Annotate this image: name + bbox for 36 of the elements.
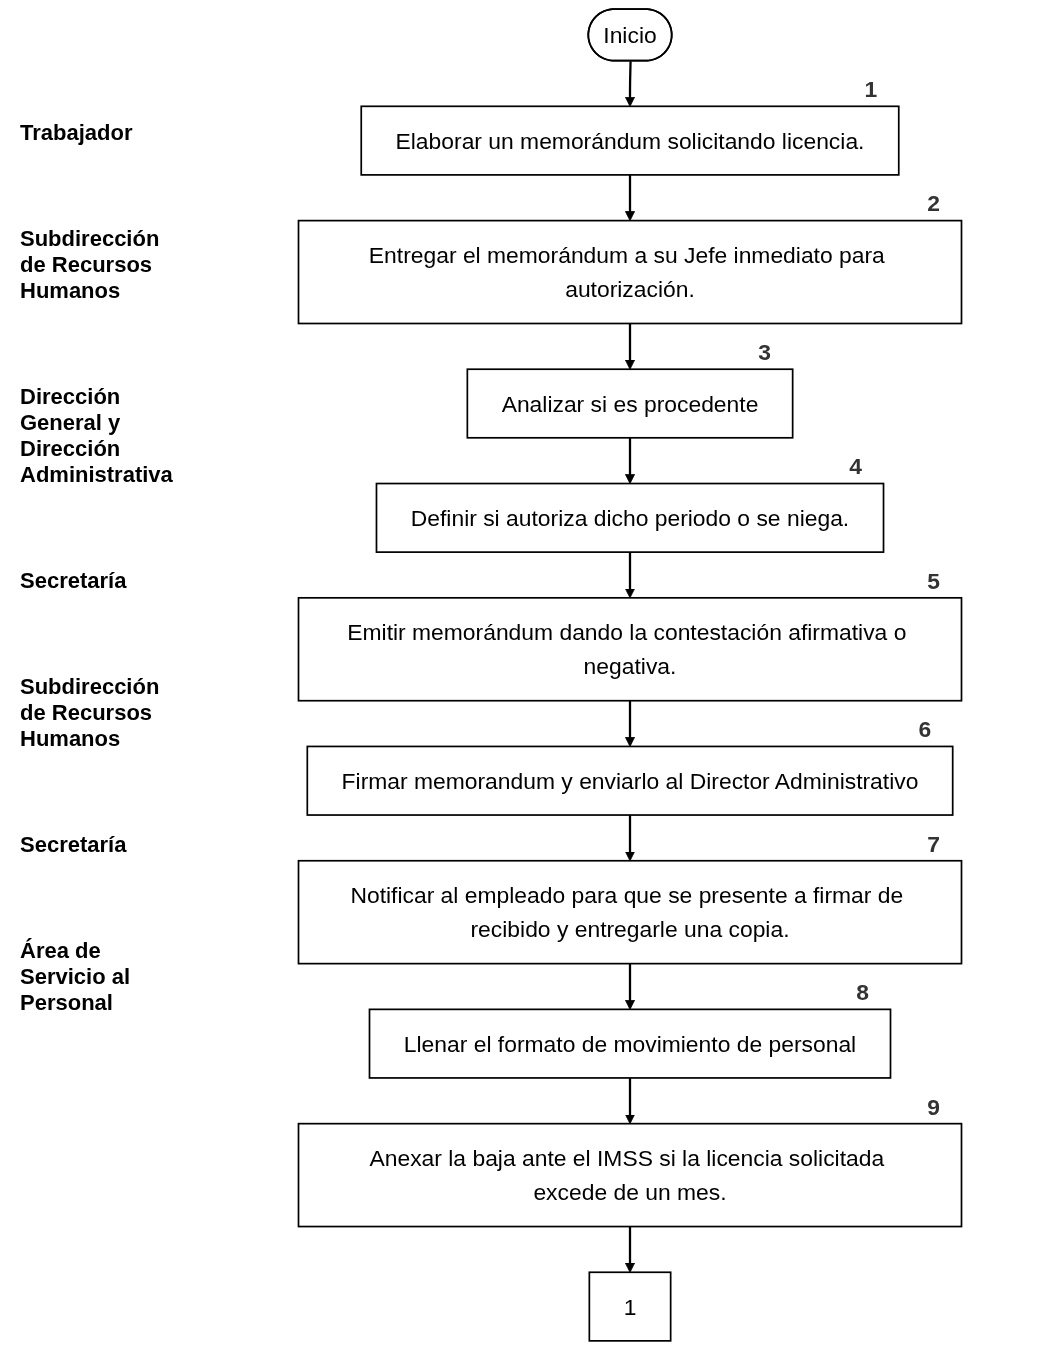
node-box: Entregar el memorándum a su Jefe inmediato para autorización. [297,219,963,325]
arrow [624,174,636,222]
step-number: 6 [918,716,932,743]
node-box: Notificar al empleado para que se presente a firmar de recibido y entregarle una copia. [297,859,963,965]
role-label: Subdirección de Recursos Humanos [20,226,161,304]
role-label: Subdirección de Recursos Humanos [20,674,161,752]
step-number: 1 [864,76,878,103]
step-number: 8 [856,979,869,1006]
node-box: Firmar memorandum y enviarlo al Director Administrativo [306,745,954,816]
arrow [624,437,636,484]
node-box: Definir si autoriza dicho periodo o se niega. [375,482,885,553]
arrow [624,1226,636,1273]
step-number: 5 [927,567,940,594]
role-label: Área de Servicio al Personal [20,938,132,1016]
arrow [624,61,636,107]
role-label: Secretaría [20,568,128,594]
node-box: Analizar si es procedente [466,368,794,439]
role-label: Trabajador [20,120,134,146]
node-box: Llenar el formato de movimiento de personal [368,1008,892,1079]
node-box: Anexar la baja ante el IMSS si la licencia solicitada excede de un mes. [297,1122,963,1228]
step-number: 3 [758,339,772,366]
arrow [624,815,636,862]
arrow [624,963,636,1010]
step-number: 7 [927,830,940,857]
node-box: Emitir memorándum dando la contestación afirmativa o negativa. [297,597,963,702]
step-number: 4 [849,453,862,480]
step-number: 9 [927,1093,940,1120]
node-box: Elaborar un memorándum solicitando licencia. [360,105,900,176]
role-label: Secretaría [20,832,128,858]
arrow [624,323,636,370]
arrow [624,552,636,599]
node-box: 1 [588,1271,672,1342]
arrow [624,700,636,747]
step-number: 2 [927,190,940,217]
role-label: Dirección General y Dirección Administrativa [20,384,174,488]
arrow [624,1077,636,1125]
